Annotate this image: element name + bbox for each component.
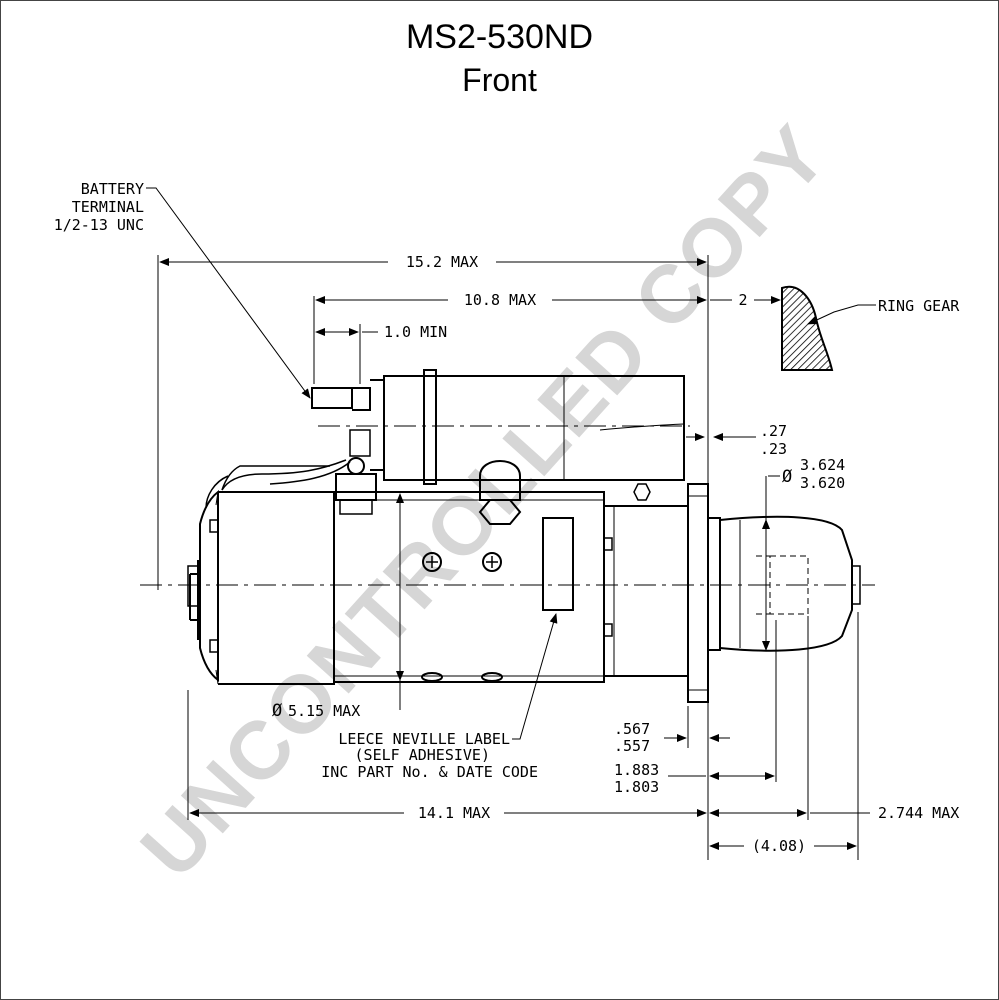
- solenoid: [221, 369, 685, 515]
- label-note-line3: INC PART No. & DATE CODE: [321, 763, 538, 781]
- dim-pilot-dia-lower: 3.620: [800, 474, 845, 492]
- dimension-lines: [157, 255, 870, 860]
- leader-lines: [146, 187, 876, 740]
- drawing-subtitle: Front: [462, 62, 537, 98]
- dim-pinion-upper: 1.883: [614, 761, 659, 779]
- callout-battery-terminal: BATTERY TERMINAL 1/2-13 UNC: [54, 180, 144, 234]
- motor-body: [187, 460, 861, 703]
- dim-gear-gap: 2: [738, 291, 747, 309]
- diameter-symbol-body: Ø: [272, 701, 282, 721]
- dim-terminal-offset: 1.0 MIN: [384, 323, 447, 341]
- dim-flange-lower: .557: [614, 737, 650, 755]
- battery-terminal-line3: 1/2-13 UNC: [54, 216, 144, 234]
- dim-flange-upper: .567: [614, 720, 650, 738]
- dim-body-dia: 5.15 MAX: [288, 702, 360, 720]
- label-note-line2: (SELF ADHESIVE): [355, 746, 490, 764]
- ring-gear-label: RING GEAR: [878, 297, 960, 315]
- dim-nose-length: 2.744 MAX: [878, 804, 959, 822]
- dim-offset-upper: .27: [760, 422, 787, 440]
- callout-label-note: LEECE NEVILLE LABEL (SELF ADHESIVE) INC …: [321, 730, 538, 781]
- battery-terminal-line1: BATTERY: [81, 180, 144, 198]
- dim-pinion-lower: 1.803: [614, 778, 659, 796]
- dim-pilot-dia-upper: 3.624: [800, 456, 845, 474]
- drawing-title: MS2-530ND: [405, 18, 594, 56]
- dim-overall-length: 15.2 MAX: [406, 253, 478, 271]
- label-note-line1: LEECE NEVILLE LABEL: [338, 730, 510, 748]
- dim-offset-lower: .23: [760, 440, 787, 458]
- dim-ref-length: (4.08): [752, 837, 806, 855]
- dim-solenoid-length: 10.8 MAX: [464, 291, 536, 309]
- diameter-symbol-pilot: Ø: [782, 467, 792, 487]
- battery-terminal-line2: TERMINAL: [72, 198, 144, 216]
- centerlines: [140, 425, 875, 586]
- dim-body-length: 14.1 MAX: [418, 804, 490, 822]
- ring-gear-section: [781, 285, 834, 371]
